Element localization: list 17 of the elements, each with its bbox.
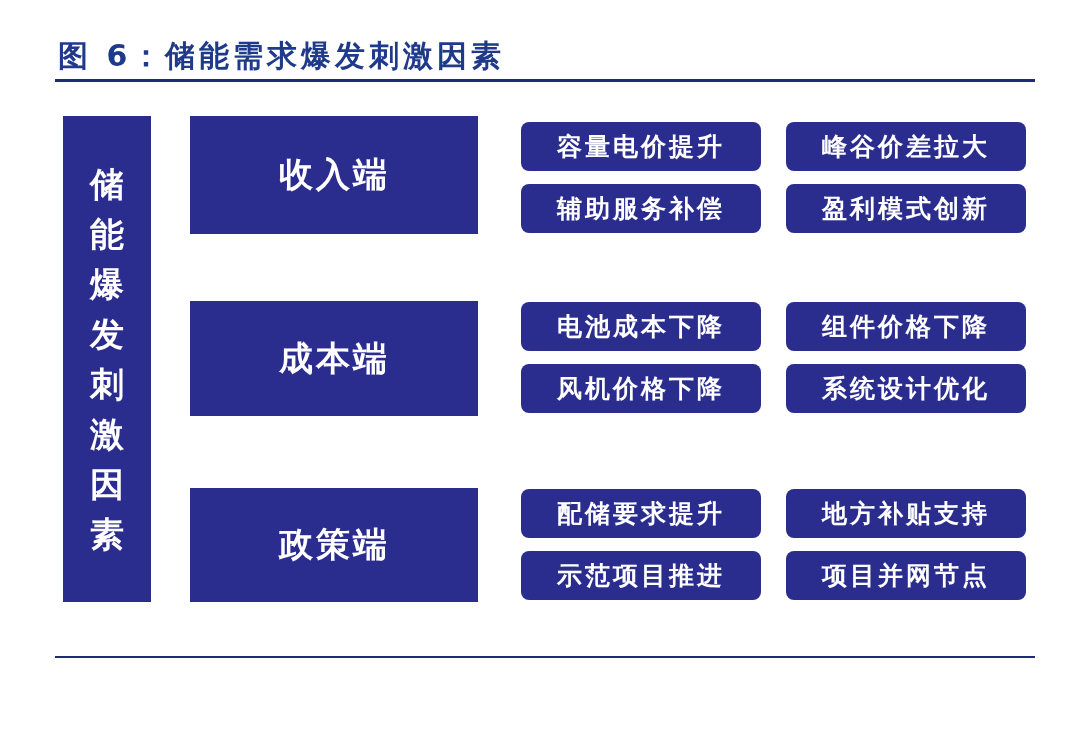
factor-box: 地方补贴支持 — [786, 489, 1026, 538]
factor-box: 峰谷价差拉大 — [786, 122, 1026, 171]
category-box: 政策端 — [190, 488, 478, 602]
factor-box: 辅助服务补偿 — [521, 184, 761, 233]
figure-title: 图 6：储能需求爆发刺激因素 — [58, 37, 506, 75]
factor-box: 电池成本下降 — [521, 302, 761, 351]
factor-box: 系统设计优化 — [786, 364, 1026, 413]
factor-box: 配储要求提升 — [521, 489, 761, 538]
factor-box: 组件价格下降 — [786, 302, 1026, 351]
factor-box: 容量电价提升 — [521, 122, 761, 171]
category-box: 收入端 — [190, 116, 478, 234]
category-box: 成本端 — [190, 301, 478, 416]
factor-box: 盈利模式创新 — [786, 184, 1026, 233]
factor-box: 风机价格下降 — [521, 364, 761, 413]
factor-box: 示范项目推进 — [521, 551, 761, 600]
factor-column-box: 储能爆发刺激因素 — [63, 116, 151, 602]
factor-box: 项目并网节点 — [786, 551, 1026, 600]
